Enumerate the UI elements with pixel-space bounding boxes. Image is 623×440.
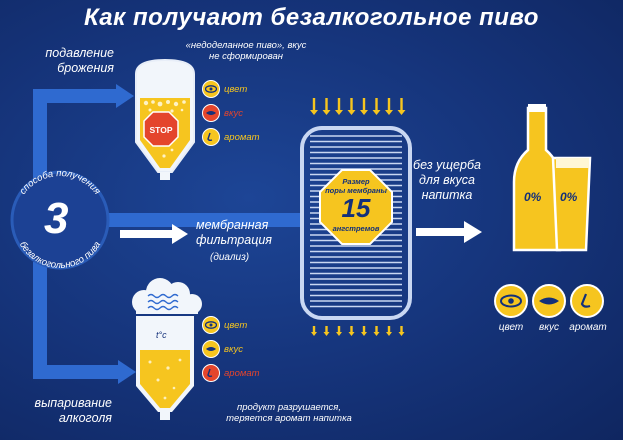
eye-icon [494,284,528,318]
flow-arrow-shaft [337,98,341,110]
flow-arrow-head [323,332,330,336]
output-arrows [311,326,405,336]
nose-icon [570,284,604,318]
membrane-unit: ангстремов [332,224,380,233]
flow-arrow-shaft [400,98,403,110]
flow-arrow-shaft [325,98,328,110]
flow-arrow-shaft [400,326,403,332]
center-number: 3 [44,194,69,243]
flow-arrow-shaft [362,98,366,110]
evaporation-prop-taste: вкус [224,344,243,355]
flow-arrow-shaft [325,326,328,332]
filtration-sub: (диализ) [210,252,250,263]
flow-arrow-shaft [375,98,378,110]
evaporation-prop-aroma: аромат [224,368,260,379]
evaporation-note: продукт разрушается, теряется аромат нап… [224,402,354,424]
flow-arrow-head [347,110,356,115]
fermentation-prop-taste: вкус [224,108,243,119]
flow-arrow-shaft [312,98,316,110]
filtration-label-line-2: фильтрация [196,233,272,247]
membrane-caption-line-1: Размер [342,177,370,186]
lips-icon [202,340,220,358]
beer-bottle-and-glass [512,104,592,252]
flow-arrow-head [310,110,318,115]
nose-icon [202,128,220,146]
fermentation-prop-aroma: аромат [224,132,260,143]
membrane-filter [300,98,412,336]
result-label-line-1: без ущерба [413,158,481,172]
glass-percent: 0% [560,190,578,204]
evaporation-label-line-1: выпаривание [34,396,112,410]
eye-icon [202,80,220,98]
flow-arrow-shaft [350,98,353,110]
flow-arrow-shaft [337,326,341,332]
membrane-caption: Размер поры мембраны [322,177,390,195]
steam-cloud [132,278,202,314]
membrane-value: 15 [341,193,371,223]
flow-arrow-shaft [350,326,353,332]
evaporation-label: выпаривание алкоголя [14,396,112,426]
fermentation-label-line-1: подавление [45,46,114,60]
evaporation-prop-color: цвет [224,320,248,331]
fermentation-note-line-1: «недоделанное пиво», вкус [185,40,307,51]
fermentation-label-line-2: брожения [57,61,114,75]
flow-arrowheads [116,84,136,384]
result-label: без ущерба для вкуса напитка [406,158,488,203]
flow-arrow-shaft [312,326,316,332]
result-prop-taste: вкус [539,322,559,333]
flow-arrow-shaft [375,326,378,332]
membrane-octagon [319,169,393,245]
bottle-percent: 0% [524,190,542,204]
flow-arrow-shaft [362,326,366,332]
evaporation-note-line-2: теряется аромат напитка [226,413,352,424]
nose-icon [202,364,220,382]
flow-arrow-head [336,332,342,336]
flow-arrow-head [373,332,380,336]
flow-arrow-head [361,332,367,336]
result-label-line-3: напитка [421,188,473,202]
page-title: Как получают безалкогольное пиво [84,4,539,31]
flow-arrow-head [386,332,392,336]
evaporation-label-line-2: алкоголя [58,411,112,425]
flow-arrow-shaft [387,98,391,110]
stop-sign [143,111,179,147]
filtration-label: мембранная фильтрация [196,218,272,248]
result-prop-aroma: аромат [569,322,607,333]
white-arrows [120,221,482,244]
membrane-caption-line-2: поры мембраны [325,185,387,195]
flow-arrow-shaft [387,326,391,332]
filtration-label-line-1: мембранная [196,218,269,232]
eye-icon [202,316,220,334]
flow-arrow-head [322,110,331,115]
fermentation-prop-color: цвет [224,84,248,95]
flow-arrow-head [398,332,405,336]
stop-sign-label: STOP [150,125,173,135]
evaporation-note-line-1: продукт разрушается, [237,402,341,413]
flow-arrow-head [372,110,381,115]
input-arrows [310,98,406,115]
flow-arrow-head [311,332,317,336]
fermentation-label: подавление брожения [22,46,114,76]
evaporation-tank [132,278,202,420]
fermentation-note: «недоделанное пиво», вкус не сформирован [162,40,330,62]
flow-arrow-head [360,110,368,115]
fermentation-note-line-2: не сформирован [208,51,284,62]
lips-icon [202,104,220,122]
temperature-label: t°c [156,330,167,340]
lips-icon [532,284,566,318]
flow-arrow-head [335,110,343,115]
result-label-line-2: для вкуса [419,173,475,187]
fermentation-tank: STOP [135,58,195,180]
flow-arrow-head [397,110,406,115]
flow-arrow-head [348,332,355,336]
result-prop-color: цвет [498,322,524,333]
flow-arrow-head [385,110,393,115]
